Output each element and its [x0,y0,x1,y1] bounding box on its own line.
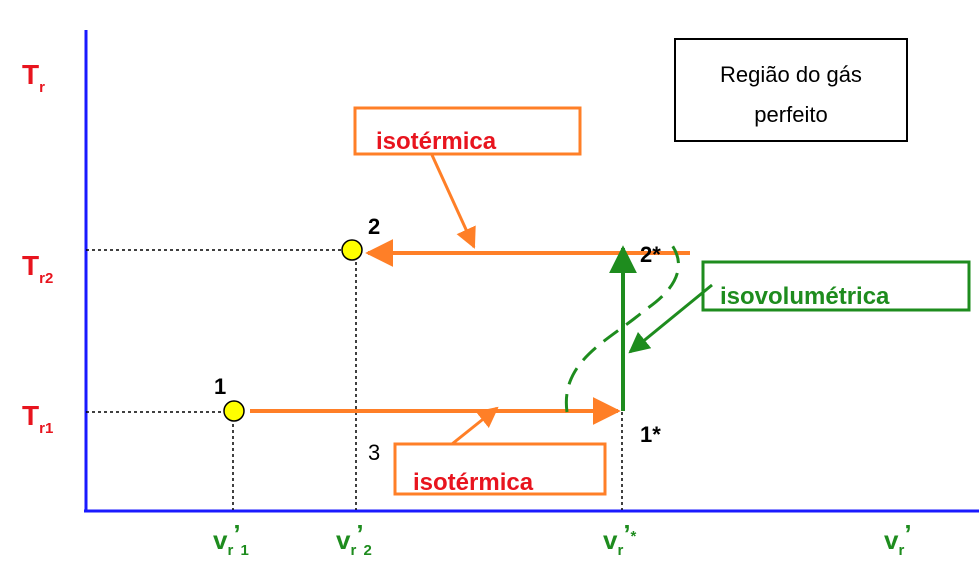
x-axis-label: vr’ [884,519,912,559]
isovolumetric-box [701,260,971,312]
ideal-gas-region-line2: perfeito [754,102,827,127]
x-tick-vr1: vr’1 [213,519,249,559]
isothermal-box-bottom [393,442,607,496]
point-2-marker [341,239,363,261]
x-tick-vr2: vr’2 [336,519,372,559]
saturation-curve [564,239,680,413]
point-3-label: 3 [368,440,380,465]
isovolumetric-pointer [628,283,713,354]
isothermal-box-top [353,106,582,156]
ideal-gas-region-line1: Região do gás [720,62,862,87]
ideal-gas-region-box [674,38,908,142]
isothermal-pointer-bottom [451,406,499,446]
point-2-label: 2 [368,214,380,239]
point-1-marker [223,400,245,422]
isothermal-label-bottom: isotérmica [413,469,534,496]
y-axis-label: Tr [22,59,45,96]
point-1star-label: 1* [640,422,661,447]
isovolumetric-label: isovolumétrica [720,283,890,310]
point-2star-label: 2* [640,242,661,267]
point-1-label: 1 [214,374,226,399]
isothermal-pointer-top [430,154,476,249]
isothermal-label-top: isotérmica [376,128,497,155]
y-tick-tr1: Tr1 [22,400,53,437]
y-tick-tr2: Tr2 [22,250,53,287]
x-tick-vrstar: vr’* [603,519,637,559]
